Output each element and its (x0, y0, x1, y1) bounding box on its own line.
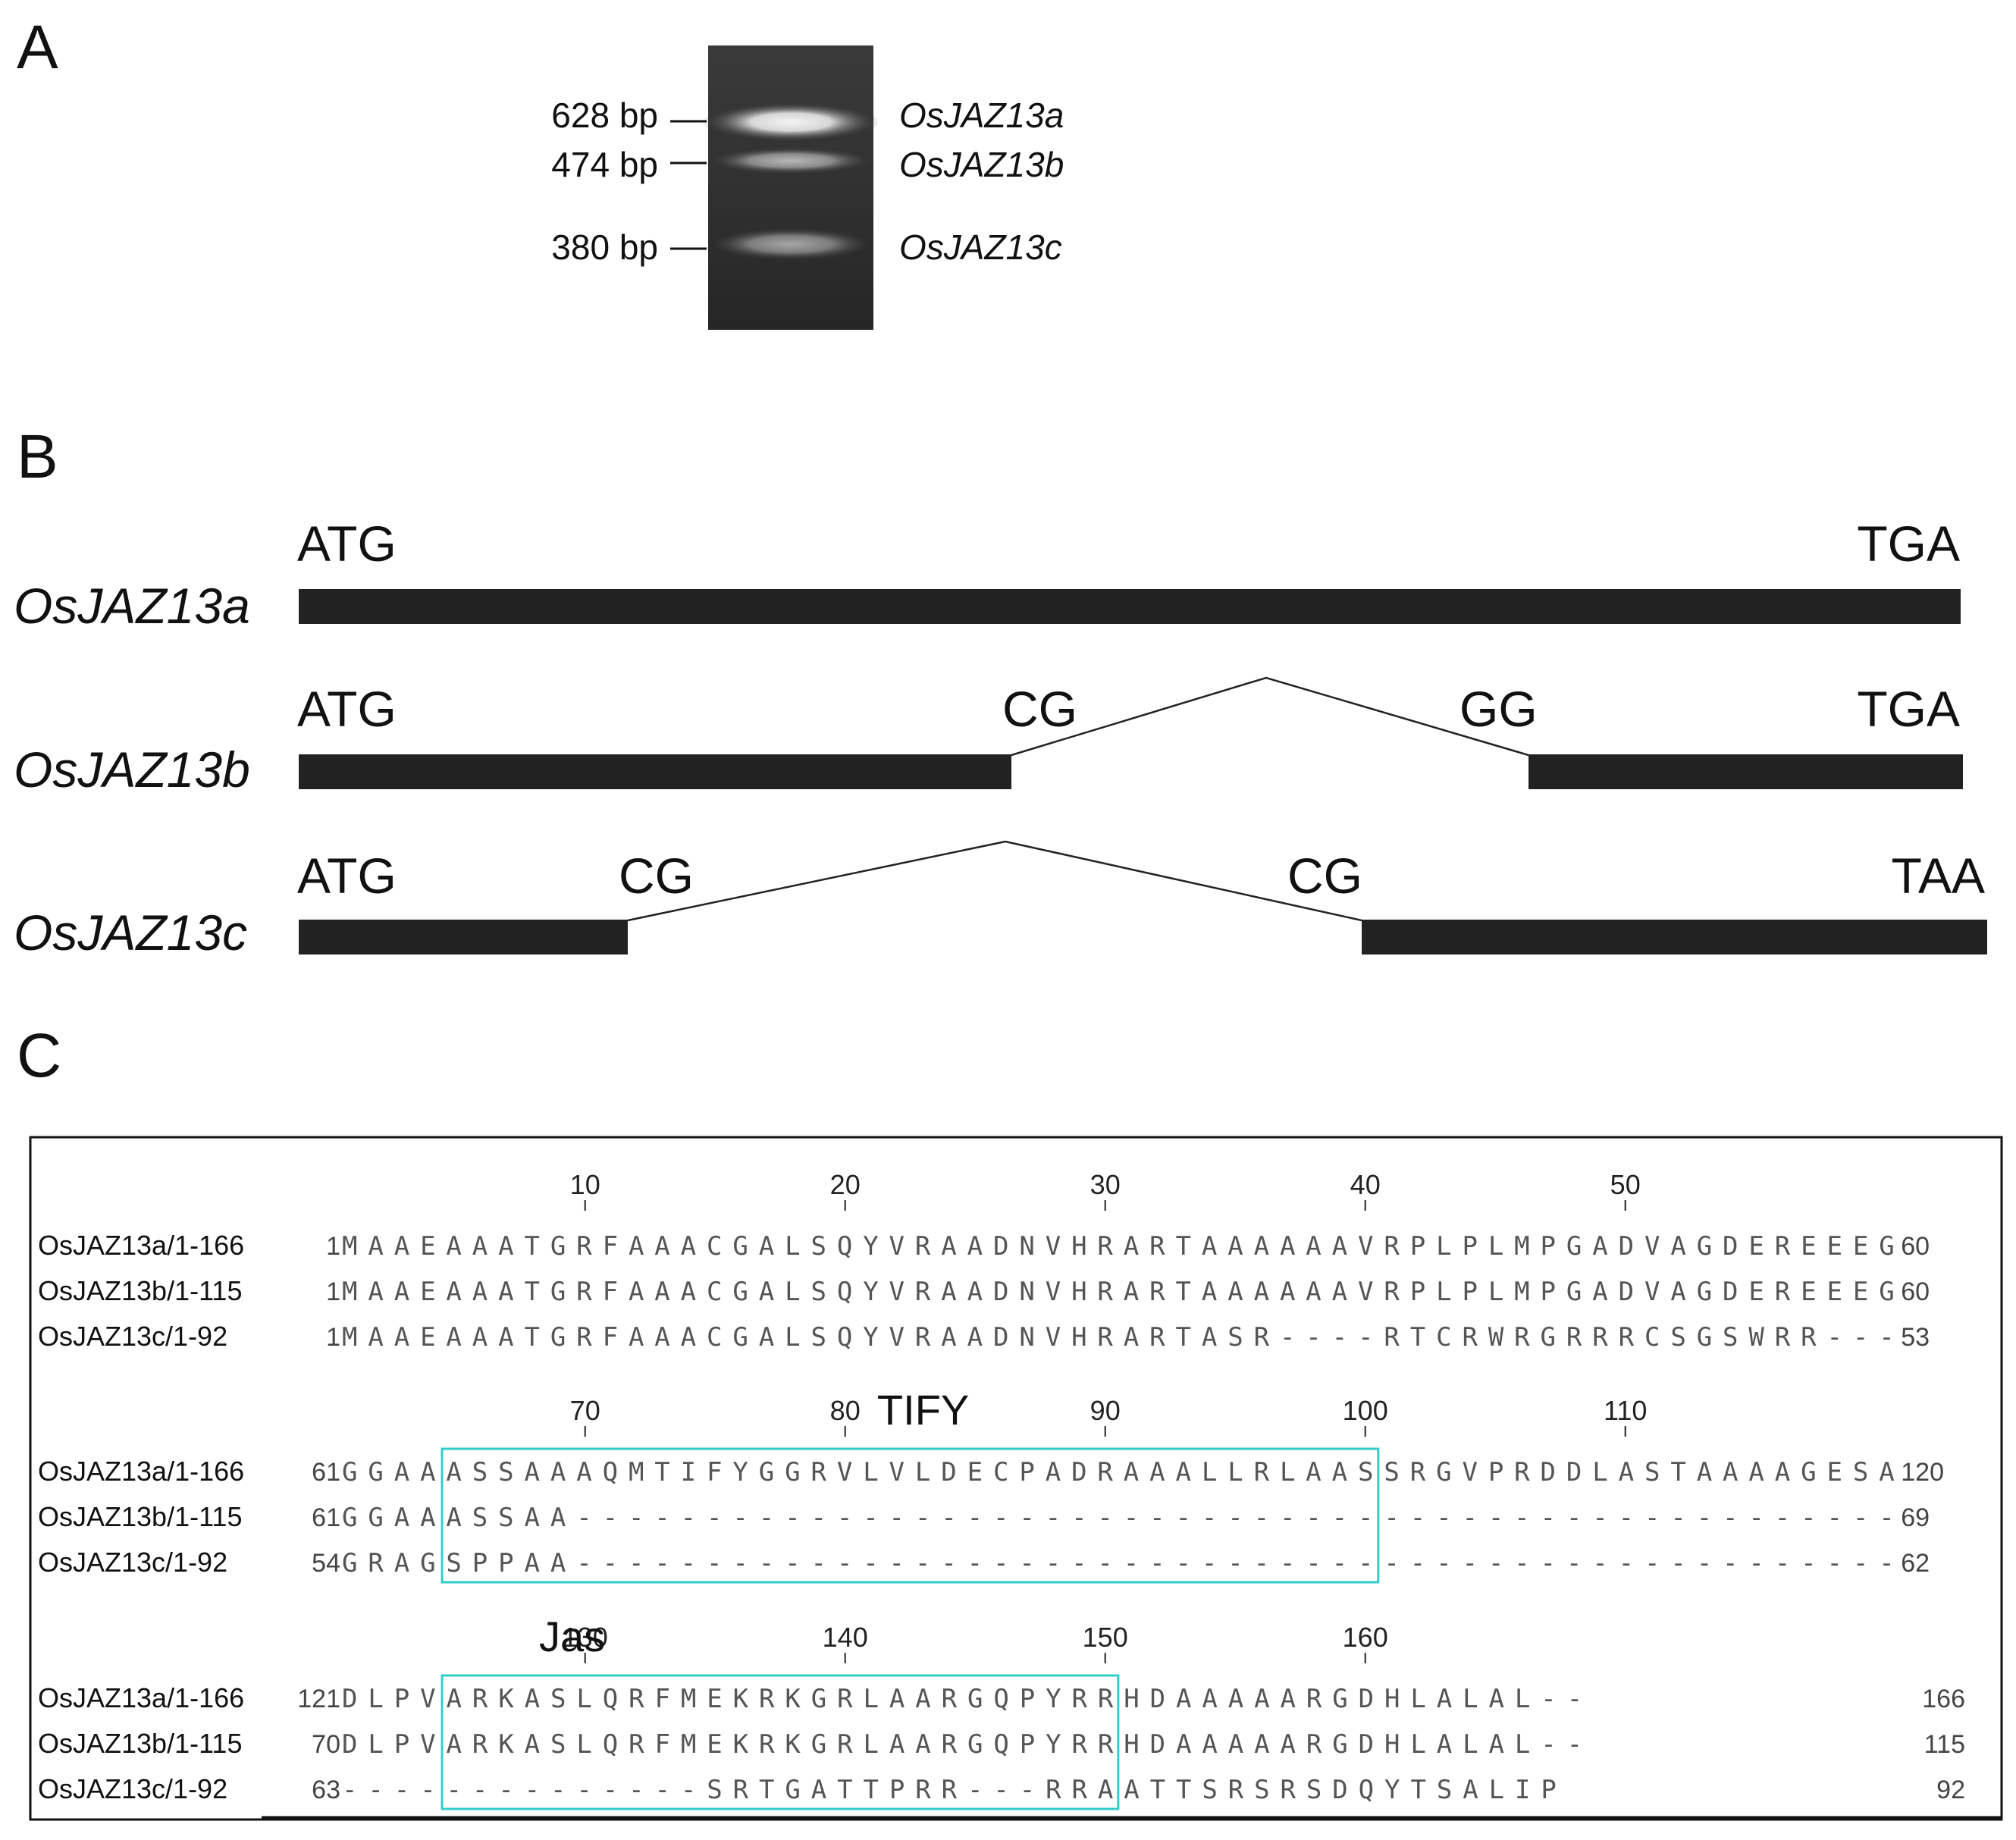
ruler-label: 70 (570, 1395, 600, 1426)
exon-b1 (299, 754, 1011, 789)
ruler-label: 100 (1343, 1395, 1388, 1426)
panel-label-c: C (17, 1021, 61, 1090)
acceptor-site-c: CG (1287, 848, 1362, 904)
panel-label-b: B (17, 422, 58, 491)
ladder-label-474: 474 bp (551, 145, 658, 184)
sequence-residues: DLPVARKASLQRFMEKRKGRLAARGQPYRRHDAAAAARGD… (342, 1729, 1582, 1760)
donor-site-b: CG (1002, 681, 1077, 737)
ruler-label: 150 (1083, 1622, 1128, 1653)
domain-label: TIFY (877, 1386, 969, 1434)
ruler-label: 50 (1610, 1169, 1641, 1200)
sequence-end: 166 (1922, 1685, 1965, 1713)
ruler-label: 80 (830, 1395, 861, 1426)
band-label-c: OsJAZ13c (899, 227, 1062, 267)
sequence-end: 53 (1901, 1323, 1930, 1352)
sequence-name: OsJAZ13c/1-92 (38, 1321, 227, 1352)
sequence-residues: MAAEAAATGRFAAACGALSQYVRAADNVHRARTAAAAAAV… (342, 1231, 1895, 1262)
sequence-start: 1 (326, 1232, 340, 1261)
stop-codon-c: TAA (1892, 848, 1985, 904)
sequence-start: 54 (312, 1549, 340, 1578)
sequence-end: 92 (1936, 1776, 1965, 1804)
sequence-name: OsJAZ13a/1-166 (38, 1230, 244, 1261)
domain-box (441, 1447, 1380, 1584)
exon-a (299, 589, 1961, 624)
transcript-name-b: OsJAZ13b (14, 741, 250, 798)
sequence-name: OsJAZ13a/1-166 (38, 1456, 244, 1487)
panel-label-a: A (17, 13, 58, 82)
gel-band-b (707, 147, 874, 174)
ladder-label-628: 628 bp (551, 96, 658, 135)
domain-box (441, 1674, 1120, 1810)
sequence-residues: MAAEAAATGRFAAACGALSQYVRAADNVHRARTASR----… (342, 1322, 1895, 1353)
transcript-osjaz13b: OsJAZ13b ATG CG GG TGA (14, 676, 1963, 798)
sequence-residues: MAAEAAATGRFAAACGALSQYVRAADNVHRARTAAAAAAV… (342, 1277, 1895, 1307)
transcript-osjaz13a: OsJAZ13a ATG TGA (14, 516, 1961, 634)
sequence-name: OsJAZ13b/1-115 (38, 1275, 242, 1306)
ruler-label: 20 (830, 1169, 861, 1200)
ladder-label-380: 380 bp (551, 227, 658, 267)
intron-line-c (627, 840, 1362, 922)
sequence-residues: GGAAASSAA-------------------------------… (342, 1503, 1895, 1533)
sequence-start: 61 (312, 1503, 340, 1532)
start-codon-c: ATG (297, 848, 397, 904)
sequence-end: 115 (1924, 1730, 1965, 1759)
sequence-residues: GRAGSPPAA-------------------------------… (342, 1548, 1895, 1578)
stop-codon-b: TGA (1857, 681, 1960, 737)
exon-c2 (1362, 920, 1987, 954)
exon-c1 (299, 920, 628, 954)
ruler-label: 110 (1604, 1395, 1647, 1426)
acceptor-site-b: GG (1459, 681, 1538, 737)
sequence-name: OsJAZ13c/1-92 (38, 1547, 227, 1578)
transcript-osjaz13c: OsJAZ13c ATG CG CG TAA (14, 840, 1987, 961)
ruler-label: 40 (1350, 1169, 1381, 1200)
start-codon-b: ATG (297, 681, 397, 737)
sequence-start: 1 (326, 1323, 340, 1352)
sequence-end: 60 (1901, 1232, 1930, 1261)
sequence-name: OsJAZ13a/1-166 (38, 1682, 244, 1713)
sequence-name: OsJAZ13b/1-115 (38, 1501, 242, 1532)
band-label-b: OsJAZ13b (899, 145, 1064, 184)
gel-band-c (707, 227, 874, 261)
donor-site-c: CG (619, 848, 694, 904)
ruler-label: 30 (1090, 1169, 1121, 1200)
ruler-label: 130 (563, 1622, 608, 1653)
sequence-start: 63 (312, 1776, 340, 1804)
sequence-start: 1 (326, 1277, 340, 1306)
sequence-end: 60 (1901, 1277, 1930, 1306)
ruler-label: 90 (1090, 1395, 1121, 1426)
exon-b2 (1528, 754, 1963, 789)
sequence-start: 121 (297, 1685, 340, 1713)
ruler-label: 160 (1343, 1622, 1388, 1653)
sequence-start: 70 (312, 1730, 340, 1759)
gel-image (701, 45, 880, 330)
sequence-end: 69 (1901, 1503, 1930, 1532)
gel-band-a (701, 102, 880, 142)
sequence-end: 62 (1901, 1549, 1930, 1578)
sequence-name: OsJAZ13c/1-92 (38, 1773, 227, 1804)
sequence-name: OsJAZ13b/1-115 (38, 1728, 242, 1759)
transcript-name-c: OsJAZ13c (14, 904, 247, 961)
alignment-frame (29, 1136, 2003, 1821)
ladder-ticks (670, 120, 707, 250)
domain-label: Jas (539, 1613, 605, 1660)
stop-codon-a: TGA (1857, 516, 1960, 572)
sequence-end: 120 (1901, 1458, 1944, 1487)
start-codon-a: ATG (297, 516, 397, 572)
sequence-residues: GGAAASSAAAQMTIFYGGRVLVLDECPADRAAALLRLAAS… (342, 1457, 1895, 1487)
ruler-label: 10 (570, 1169, 600, 1200)
sequence-residues: DLPVARKASLQRFMEKRKGRLAARGQPYRRHDAAAAARGD… (342, 1684, 1582, 1714)
sequence-residues: --------------SRTGATTPRR---RRAATTSRSRSDQ… (342, 1775, 1557, 1805)
band-label-a: OsJAZ13a (899, 96, 1064, 135)
ruler-label: 140 (823, 1622, 868, 1653)
sequence-start: 61 (312, 1458, 340, 1487)
transcript-name-a: OsJAZ13a (14, 578, 250, 634)
intron-line-b (1011, 676, 1529, 757)
